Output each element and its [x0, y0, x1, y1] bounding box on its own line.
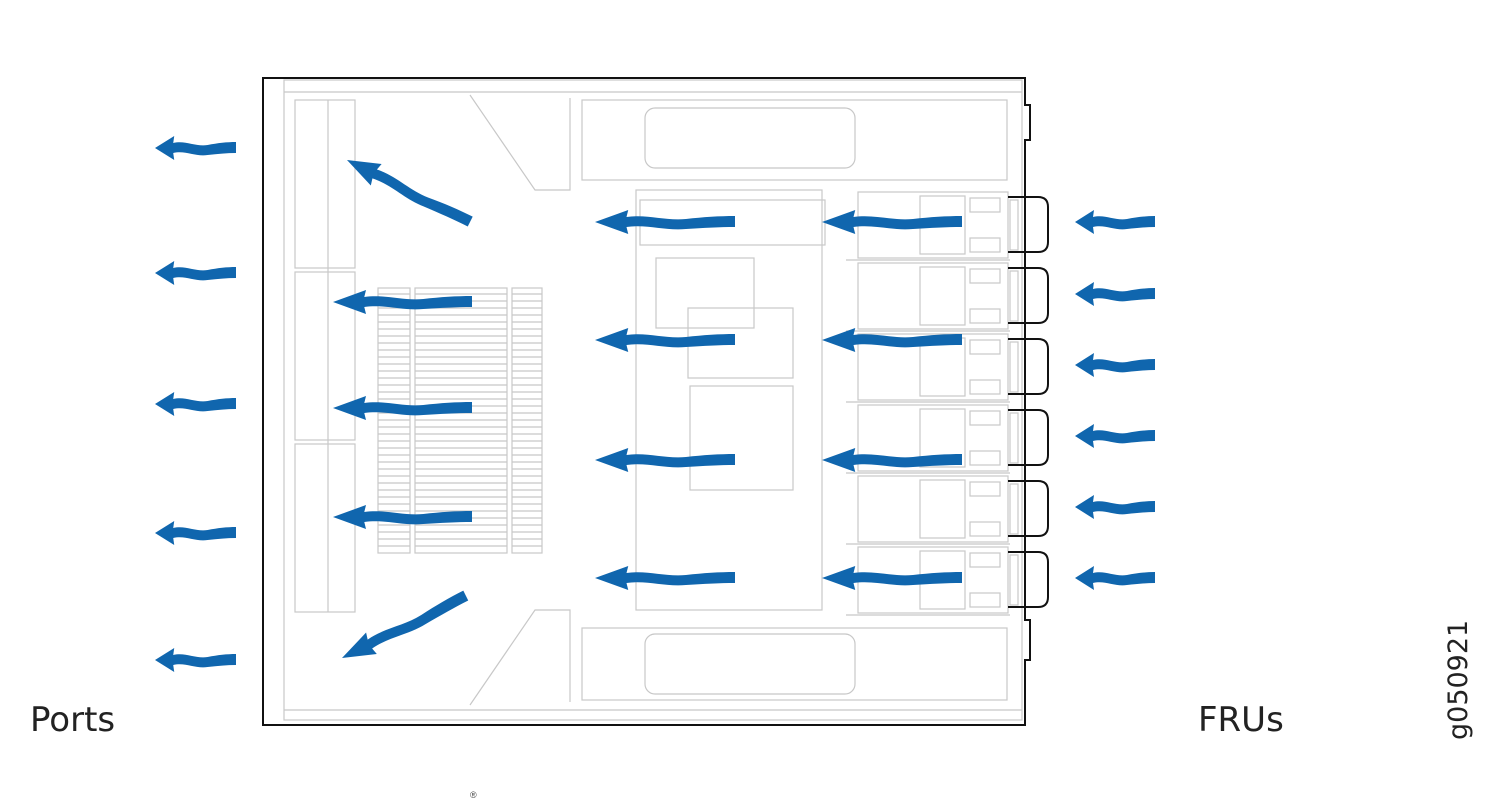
fan-module	[846, 333, 1049, 403]
airflow-arrow-icon	[595, 328, 735, 352]
airflow-arrow-icon	[155, 648, 236, 672]
airflow-arrow-icon	[1075, 424, 1155, 448]
airflow-arrow-icon	[347, 160, 473, 227]
top-power-supply	[469, 94, 1008, 191]
airflow-arrow-icon	[333, 505, 472, 529]
registered-mark: ®	[470, 790, 477, 800]
airflow-arrow-icon	[595, 448, 735, 472]
frus-label: FRUs	[1198, 700, 1284, 740]
airflow-arrow-icon	[155, 521, 236, 545]
airflow-arrow-icon	[822, 328, 962, 352]
port-connectors	[294, 99, 356, 613]
figure-id: g050921	[1443, 619, 1474, 740]
airflow-arrow-icon	[1075, 353, 1155, 377]
airflow-arrow-icon	[822, 566, 962, 590]
airflow-arrow-icon	[595, 566, 735, 590]
airflow-arrow-icon	[342, 590, 469, 658]
airflow-arrow-icon	[333, 290, 472, 314]
ports-label: Ports	[30, 700, 116, 740]
airflow-arrow-icon	[1075, 282, 1155, 306]
airflow-arrow-icon	[1075, 566, 1155, 590]
airflow-arrow-icon	[822, 210, 962, 234]
fan-module	[846, 475, 1049, 545]
fan-module	[846, 404, 1049, 474]
airflow-arrows	[155, 136, 1155, 672]
airflow-arrow-icon	[1075, 210, 1155, 234]
airflow-arrow-icon	[1075, 495, 1155, 519]
asic-chips	[635, 189, 826, 611]
airflow-arrow-icon	[333, 396, 472, 420]
airflow-arrow-icon	[155, 261, 236, 285]
airflow-arrow-icon	[822, 448, 962, 472]
chassis	[262, 77, 1049, 726]
airflow-arrow-icon	[155, 392, 236, 416]
airflow-arrow-icon	[595, 210, 735, 234]
bottom-power-supply	[469, 609, 1008, 706]
airflow-arrow-icon	[155, 136, 236, 160]
heatsinks	[377, 287, 543, 554]
fan-modules	[846, 191, 1049, 616]
fan-module	[846, 262, 1049, 332]
